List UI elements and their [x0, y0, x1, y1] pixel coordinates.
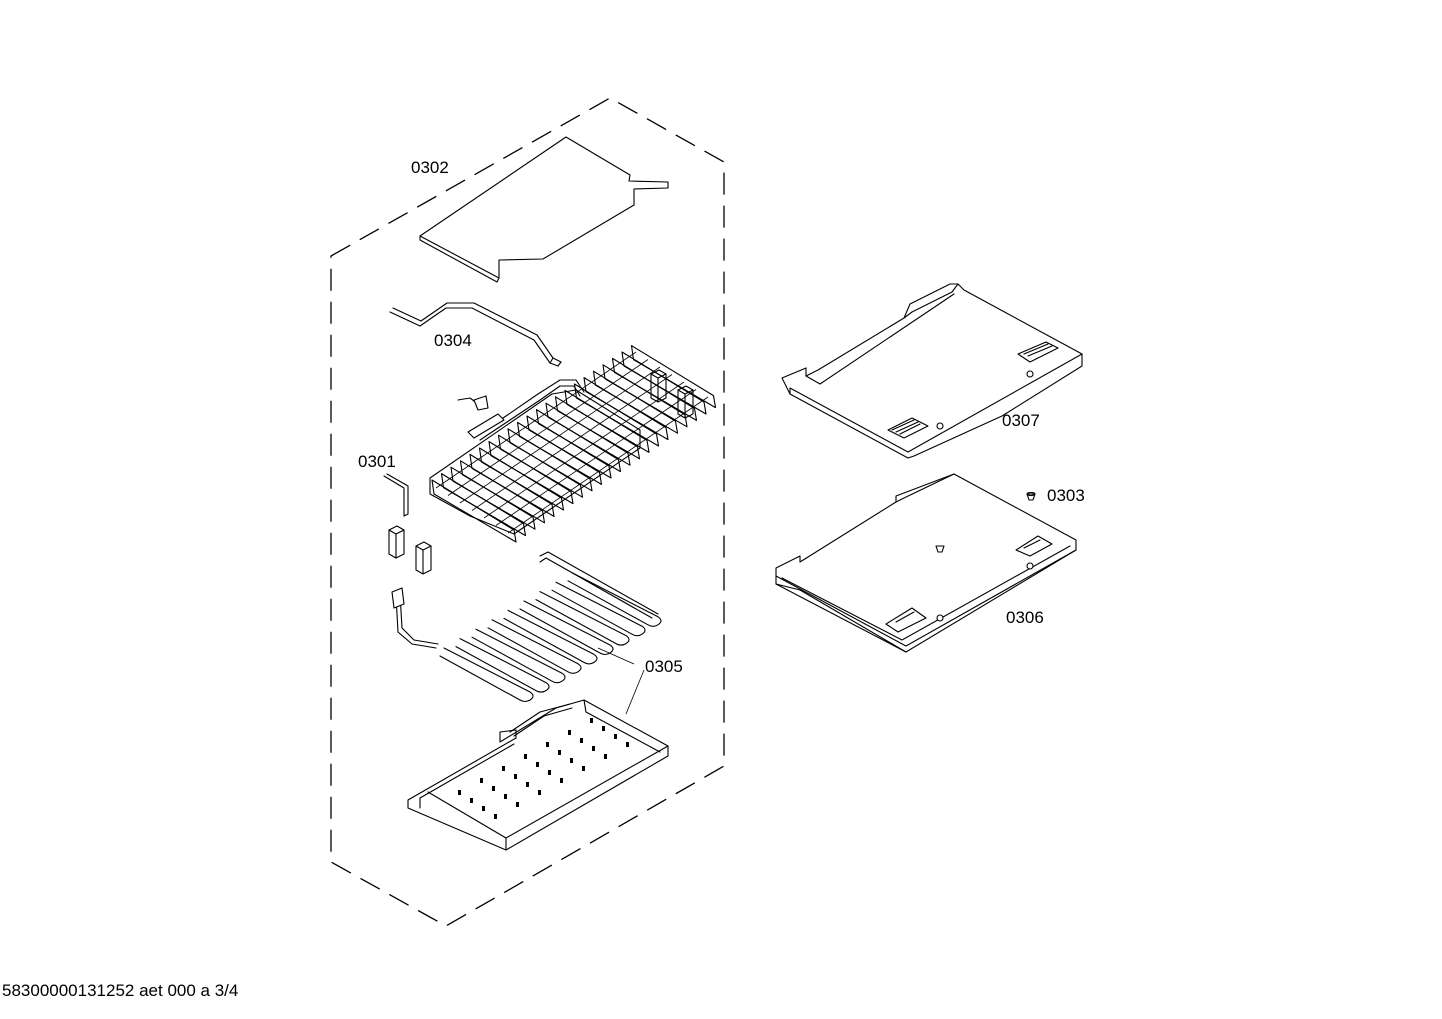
part-0306-tray	[775, 473, 1077, 653]
evaporator-coil	[429, 345, 717, 543]
part-0304-tube	[389, 302, 562, 367]
part-0305-drain-tray	[407, 699, 669, 851]
label-0302: 0302	[411, 158, 449, 177]
drawing-reference: 58300000131252 aet 000 a 3/4	[2, 981, 239, 1000]
leader-0305	[597, 647, 645, 715]
label-0304: 0304	[434, 331, 472, 350]
label-0307: 0307	[1002, 411, 1040, 430]
part-0305-heater	[391, 551, 662, 703]
label-0305: 0305	[645, 657, 683, 676]
part-0301-clip	[383, 473, 409, 517]
label-0303: 0303	[1047, 486, 1085, 505]
label-0306: 0306	[1006, 608, 1044, 627]
part-0307-plate	[781, 283, 1083, 459]
label-0301: 0301	[358, 452, 396, 471]
part-0302-cover-plate	[419, 136, 669, 283]
part-0303-grommet	[1026, 491, 1036, 501]
